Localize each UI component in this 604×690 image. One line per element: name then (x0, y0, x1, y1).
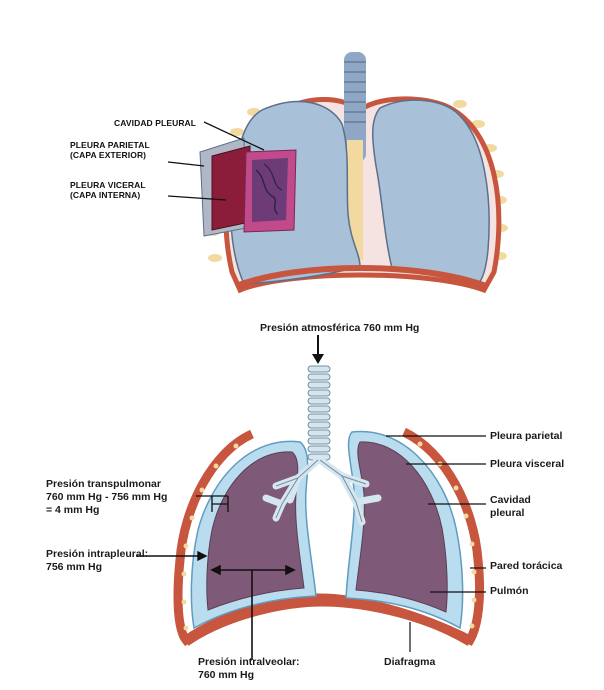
label-top-visceral: PLEURA VICERAL (CAPA INTERNA) (70, 180, 146, 200)
label-top-cavity: CAVIDAD PLEURAL (114, 118, 196, 128)
bottom-figure (136, 335, 486, 660)
bottom-trachea (308, 366, 330, 460)
label-diaphragm: Diafragma (384, 656, 435, 669)
label-parietal: Pleura parietal (490, 430, 562, 443)
bottom-right-lung (356, 442, 447, 612)
atmospheric-arrow (312, 335, 324, 364)
label-intralveolar: Presión intralveolar: 760 mm Hg (198, 656, 300, 682)
bottom-left-lung (207, 452, 304, 610)
top-figure (168, 52, 508, 290)
label-top-parietal: PLEURA PARIETAL (CAPA EXTERIOR) (70, 140, 150, 160)
label-wall: Pared torácica (490, 560, 562, 573)
label-lung: Pulmón (490, 585, 529, 598)
label-cavity: Cavidad pleural (490, 494, 531, 520)
label-visceral: Pleura visceral (490, 458, 564, 471)
label-transpulmonary: Presión transpulmonar 760 mm Hg - 756 mm… (46, 478, 167, 517)
label-atmospheric: Presión atmosférica 760 mm Hg (260, 322, 419, 335)
label-intrapleural: Presión intrapleural: 756 mm Hg (46, 548, 148, 574)
pleura-inset (200, 138, 296, 236)
